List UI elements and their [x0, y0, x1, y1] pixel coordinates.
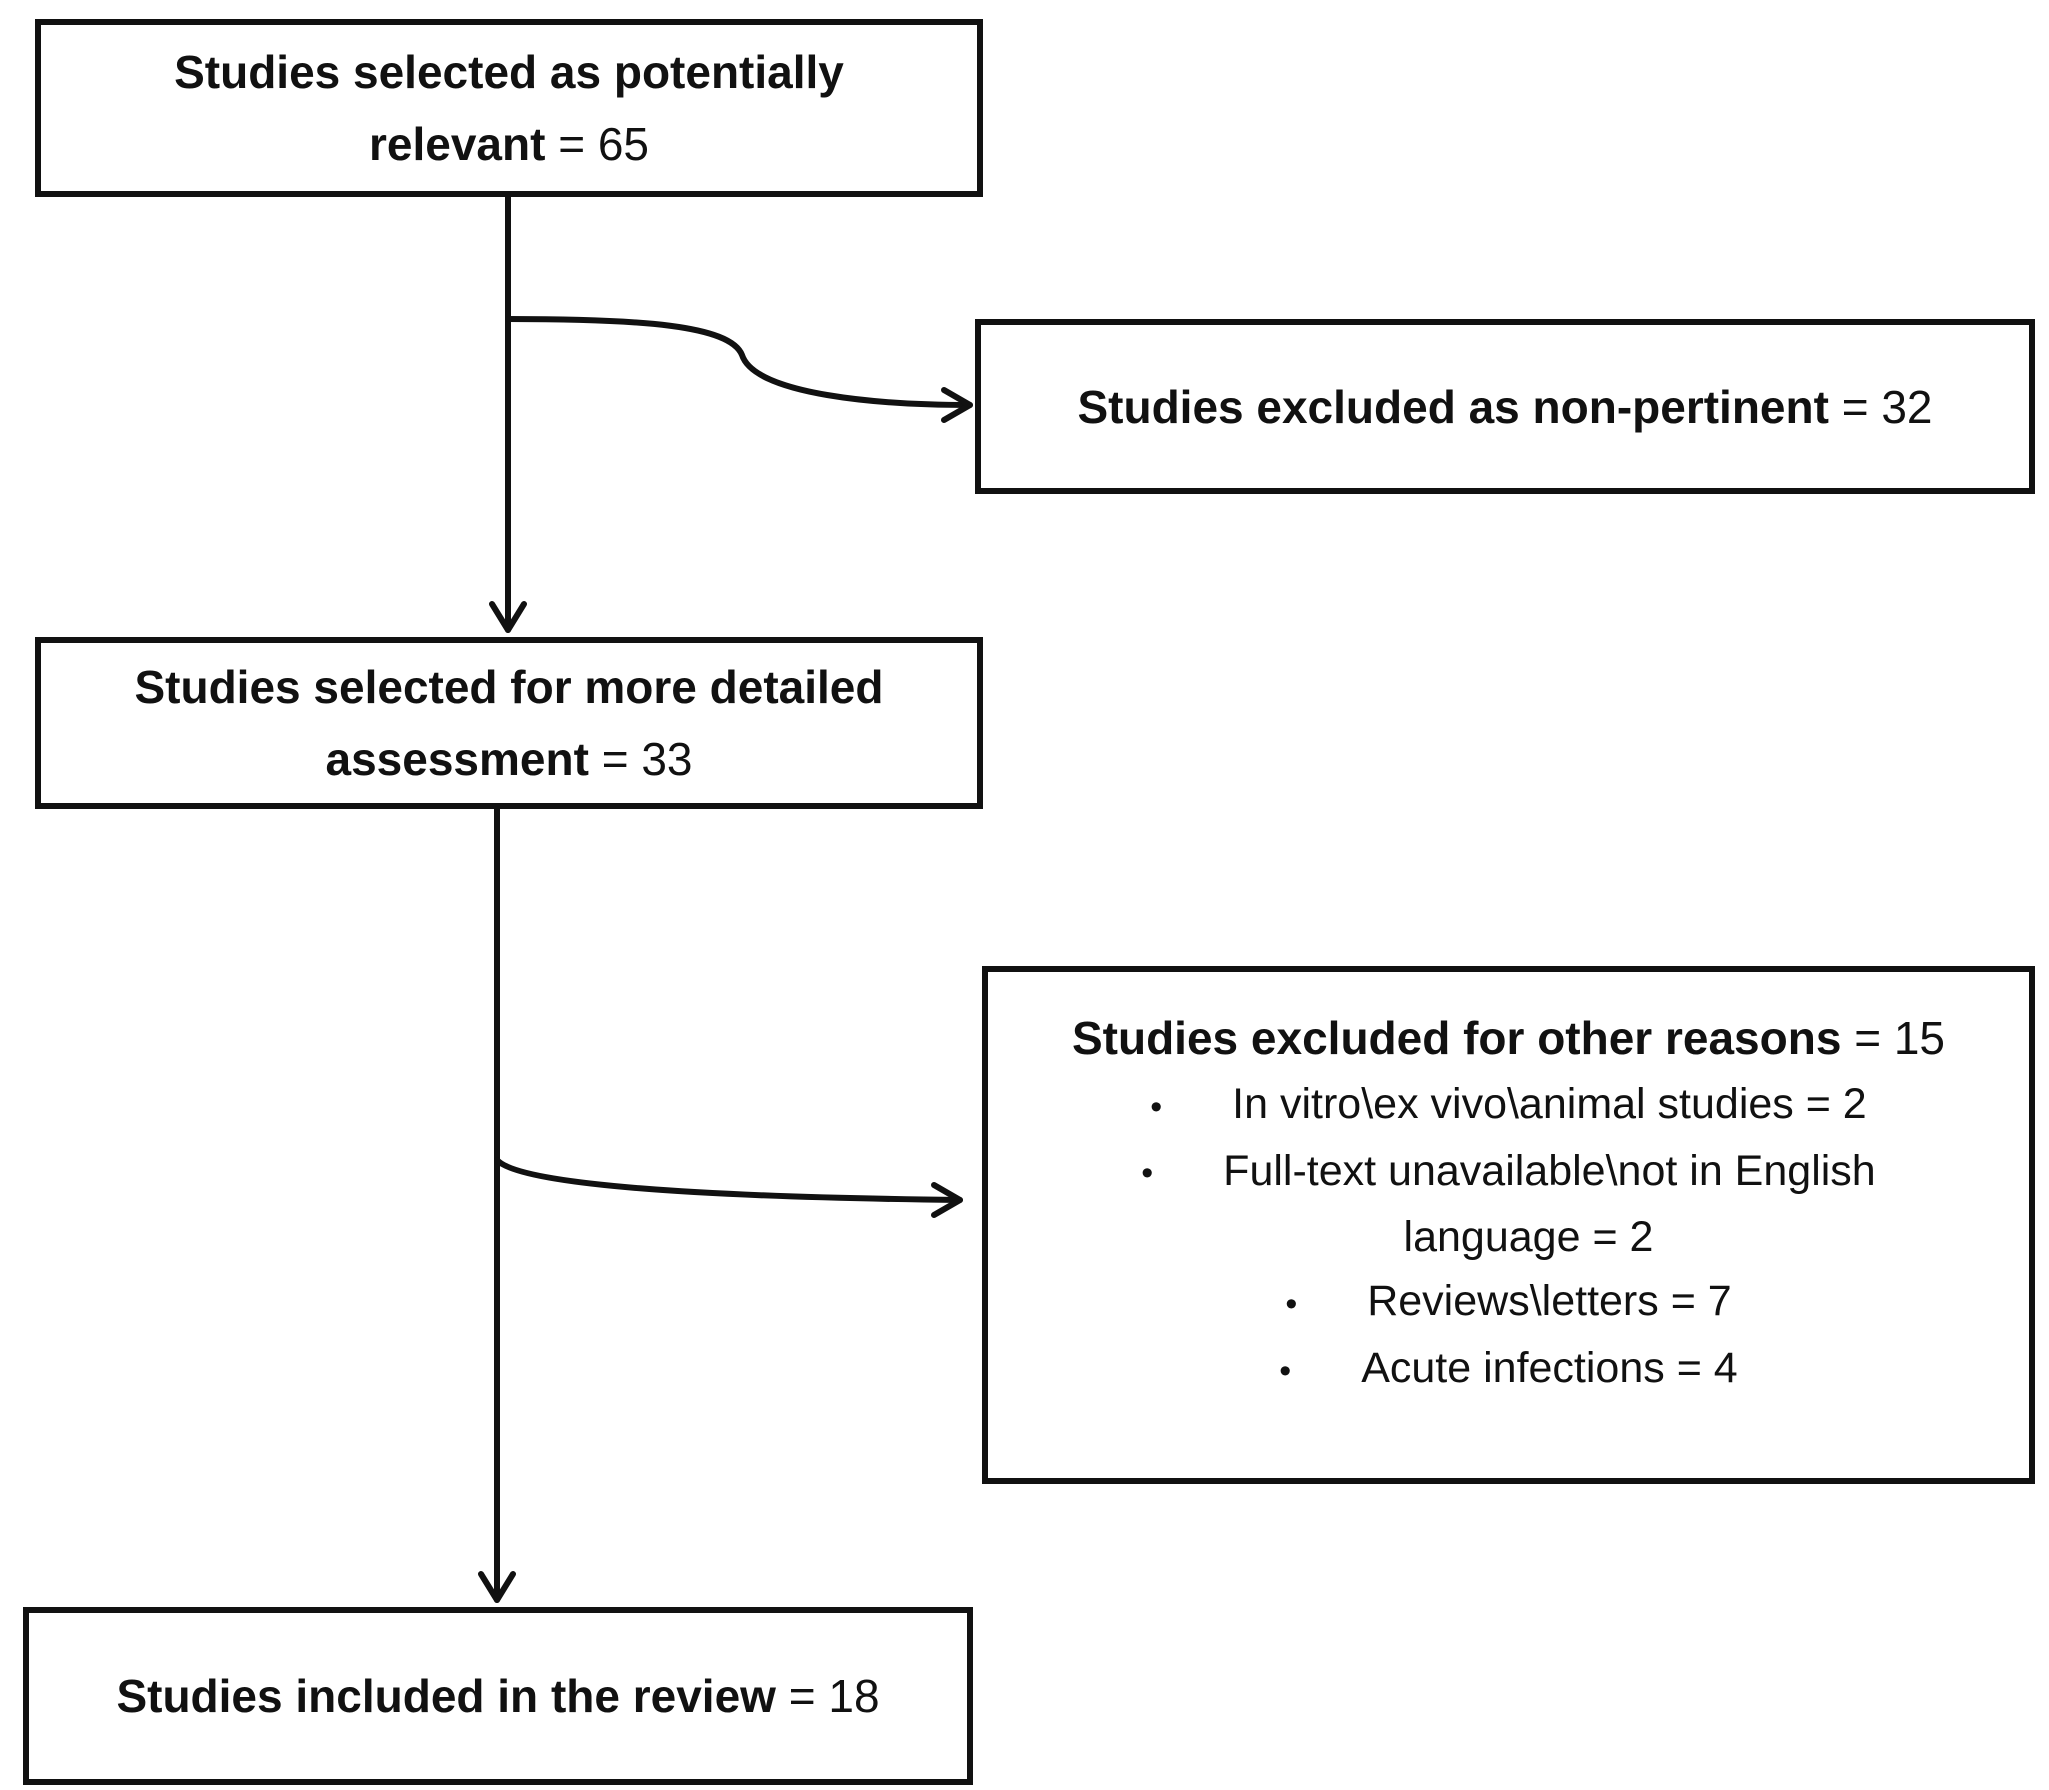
list-item: • Acute infections = 4: [1141, 1336, 1875, 1403]
exclusion-reasons-list: • In vitro\ex vivo\animal studies = 2 • Fu…: [1141, 1072, 1875, 1403]
reason-text: Reviews\letters = 7: [1367, 1277, 1732, 1326]
list-item-continuation: language = 2: [1141, 1205, 1875, 1269]
arrowhead-included: [478, 1571, 516, 1603]
included-in-review-label: Studies included in the review: [116, 1670, 776, 1722]
branch-to-other-reasons: [494, 1157, 963, 1203]
potentially-relevant-line2: relevant = 65: [369, 108, 649, 180]
bullet-icon: •: [1141, 1154, 1154, 1193]
detailed-assessment-count: = 33: [601, 733, 693, 785]
bullet-icon: •: [1279, 1351, 1292, 1390]
list-item: • Reviews\letters = 7: [1141, 1269, 1875, 1336]
potentially-relevant-count: = 65: [558, 118, 650, 170]
potentially-relevant-label-line1: Studies selected as potentially: [174, 46, 844, 98]
reason-text: Acute infections = 4: [1361, 1343, 1738, 1392]
list-item: • In vitro\ex vivo\animal studies = 2: [1141, 1072, 1875, 1139]
potentially-relevant-label-line2: relevant: [368, 118, 546, 170]
detailed-assessment-box: Studies selected for more detailed asses…: [35, 637, 983, 809]
other-reasons-count: = 15: [1854, 1012, 1945, 1064]
other-reasons-label: Studies excluded for other reasons: [1071, 1012, 1842, 1064]
included-in-review-count: = 18: [788, 1670, 880, 1722]
arrowhead-detailed: [489, 601, 527, 633]
other-reasons-box: Studies excluded for other reasons = 15 …: [982, 966, 2035, 1484]
detailed-assessment-line2: assessment = 33: [326, 723, 693, 795]
arrowhead-other-reasons: [931, 1182, 963, 1218]
detailed-assessment-label-line1: Studies selected for more detailed: [134, 661, 884, 713]
non-pertinent-box: Studies excluded as non-pertinent = 32: [975, 319, 2035, 494]
non-pertinent-label: Studies excluded as non-pertinent: [1077, 380, 1829, 433]
non-pertinent-count: = 32: [1841, 380, 1933, 433]
reason-text-continuation: language = 2: [1403, 1213, 1654, 1262]
detailed-assessment-label-line2: assessment: [325, 733, 589, 785]
branch-to-non-pertinent: [505, 316, 973, 408]
non-pertinent-line: Studies excluded as non-pertinent = 32: [1077, 371, 1932, 443]
list-item: • Full-text unavailable\not in English: [1141, 1139, 1875, 1206]
included-in-review-line: Studies included in the review = 18: [116, 1660, 879, 1732]
bullet-icon: •: [1285, 1284, 1298, 1323]
potentially-relevant-box: Studies selected as potentially relevant…: [35, 19, 983, 197]
included-in-review-box: Studies included in the review = 18: [23, 1607, 973, 1785]
arrowhead-non-pertinent: [941, 387, 973, 423]
reason-text: In vitro\ex vivo\animal studies = 2: [1232, 1080, 1867, 1128]
other-reasons-title: Studies excluded for other reasons = 15: [1072, 1004, 1945, 1072]
reason-text: Full-text unavailable\not in English: [1223, 1146, 1876, 1195]
bullet-icon: •: [1150, 1087, 1163, 1126]
